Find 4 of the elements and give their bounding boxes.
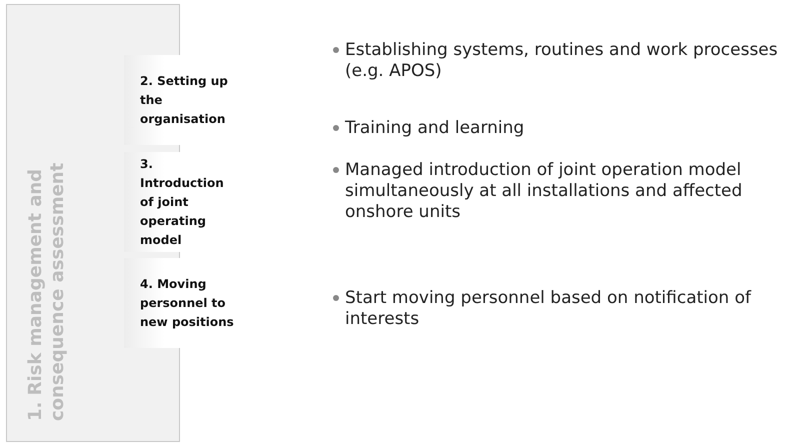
bullet-point: Establishing systems, routines and work processes (e.g. APOS) — [333, 40, 785, 82]
bullet-point: Start moving personnel based on notification of interests — [333, 288, 785, 330]
bullet-point: Training and learning — [333, 118, 785, 139]
bullet-point: Managed introduction of joint operation model simultaneously at all installations and affected onshore units — [333, 160, 785, 223]
